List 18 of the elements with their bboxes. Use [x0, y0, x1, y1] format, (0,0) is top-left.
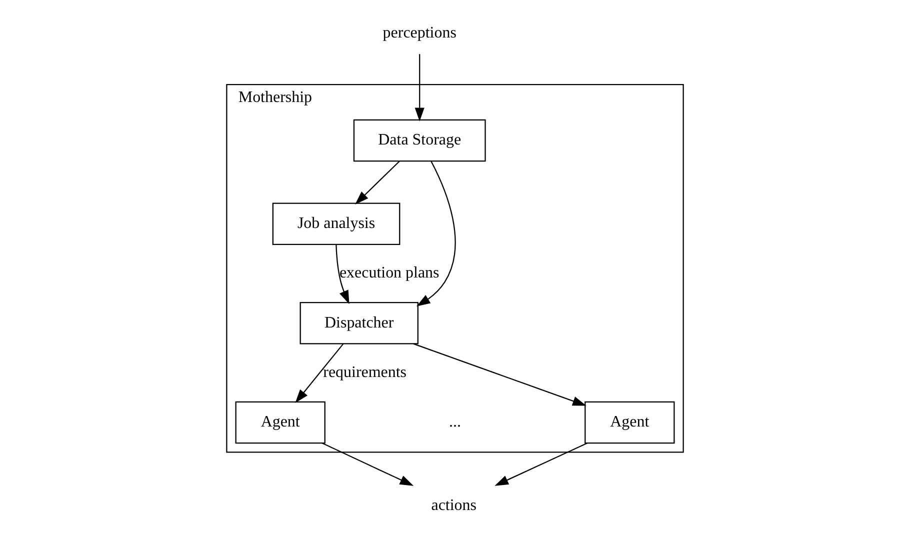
- arrow: [413, 343, 586, 406]
- arrow: [494, 442, 588, 486]
- arrow: [336, 244, 350, 304]
- node-box: Data Storage: [353, 119, 486, 162]
- arrow: [322, 442, 414, 486]
- node-box: Agent: [584, 401, 675, 444]
- node-box: Agent: [235, 401, 326, 444]
- edge-label: requirements: [323, 364, 407, 382]
- label: ...: [449, 414, 461, 431]
- edge-label: execution plans: [339, 264, 440, 282]
- arrow: [414, 54, 424, 122]
- node-text: actions: [431, 497, 476, 514]
- node-text: perceptions: [382, 24, 456, 42]
- arrow: [355, 160, 400, 204]
- node-box: Job analysis: [272, 202, 400, 245]
- arrow: [295, 344, 344, 404]
- node-box: Dispatcher: [300, 302, 418, 344]
- arrow: [416, 161, 456, 306]
